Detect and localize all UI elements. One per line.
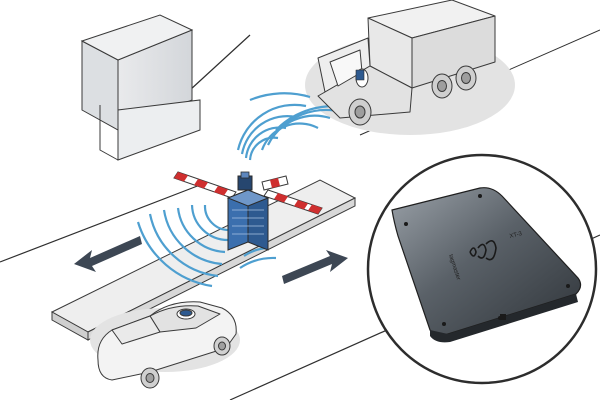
- arrow-left-icon: [74, 236, 142, 272]
- gate-wall: [80, 14, 201, 161]
- truck-icon: [317, 0, 496, 126]
- rfid-reader-column-icon: [226, 171, 270, 251]
- device-model-label: XT-3: [509, 231, 523, 240]
- device-inset: tagmaster XT-3: [366, 153, 598, 385]
- rfid-antenna-device-icon: tagmaster XT-3: [391, 187, 582, 343]
- arrow-right-icon: [282, 250, 348, 284]
- barrier-arm-left: [173, 171, 237, 199]
- car-icon: [97, 301, 237, 389]
- barrier-arm-right: [261, 175, 323, 215]
- signal-waves-icon: [136, 92, 351, 288]
